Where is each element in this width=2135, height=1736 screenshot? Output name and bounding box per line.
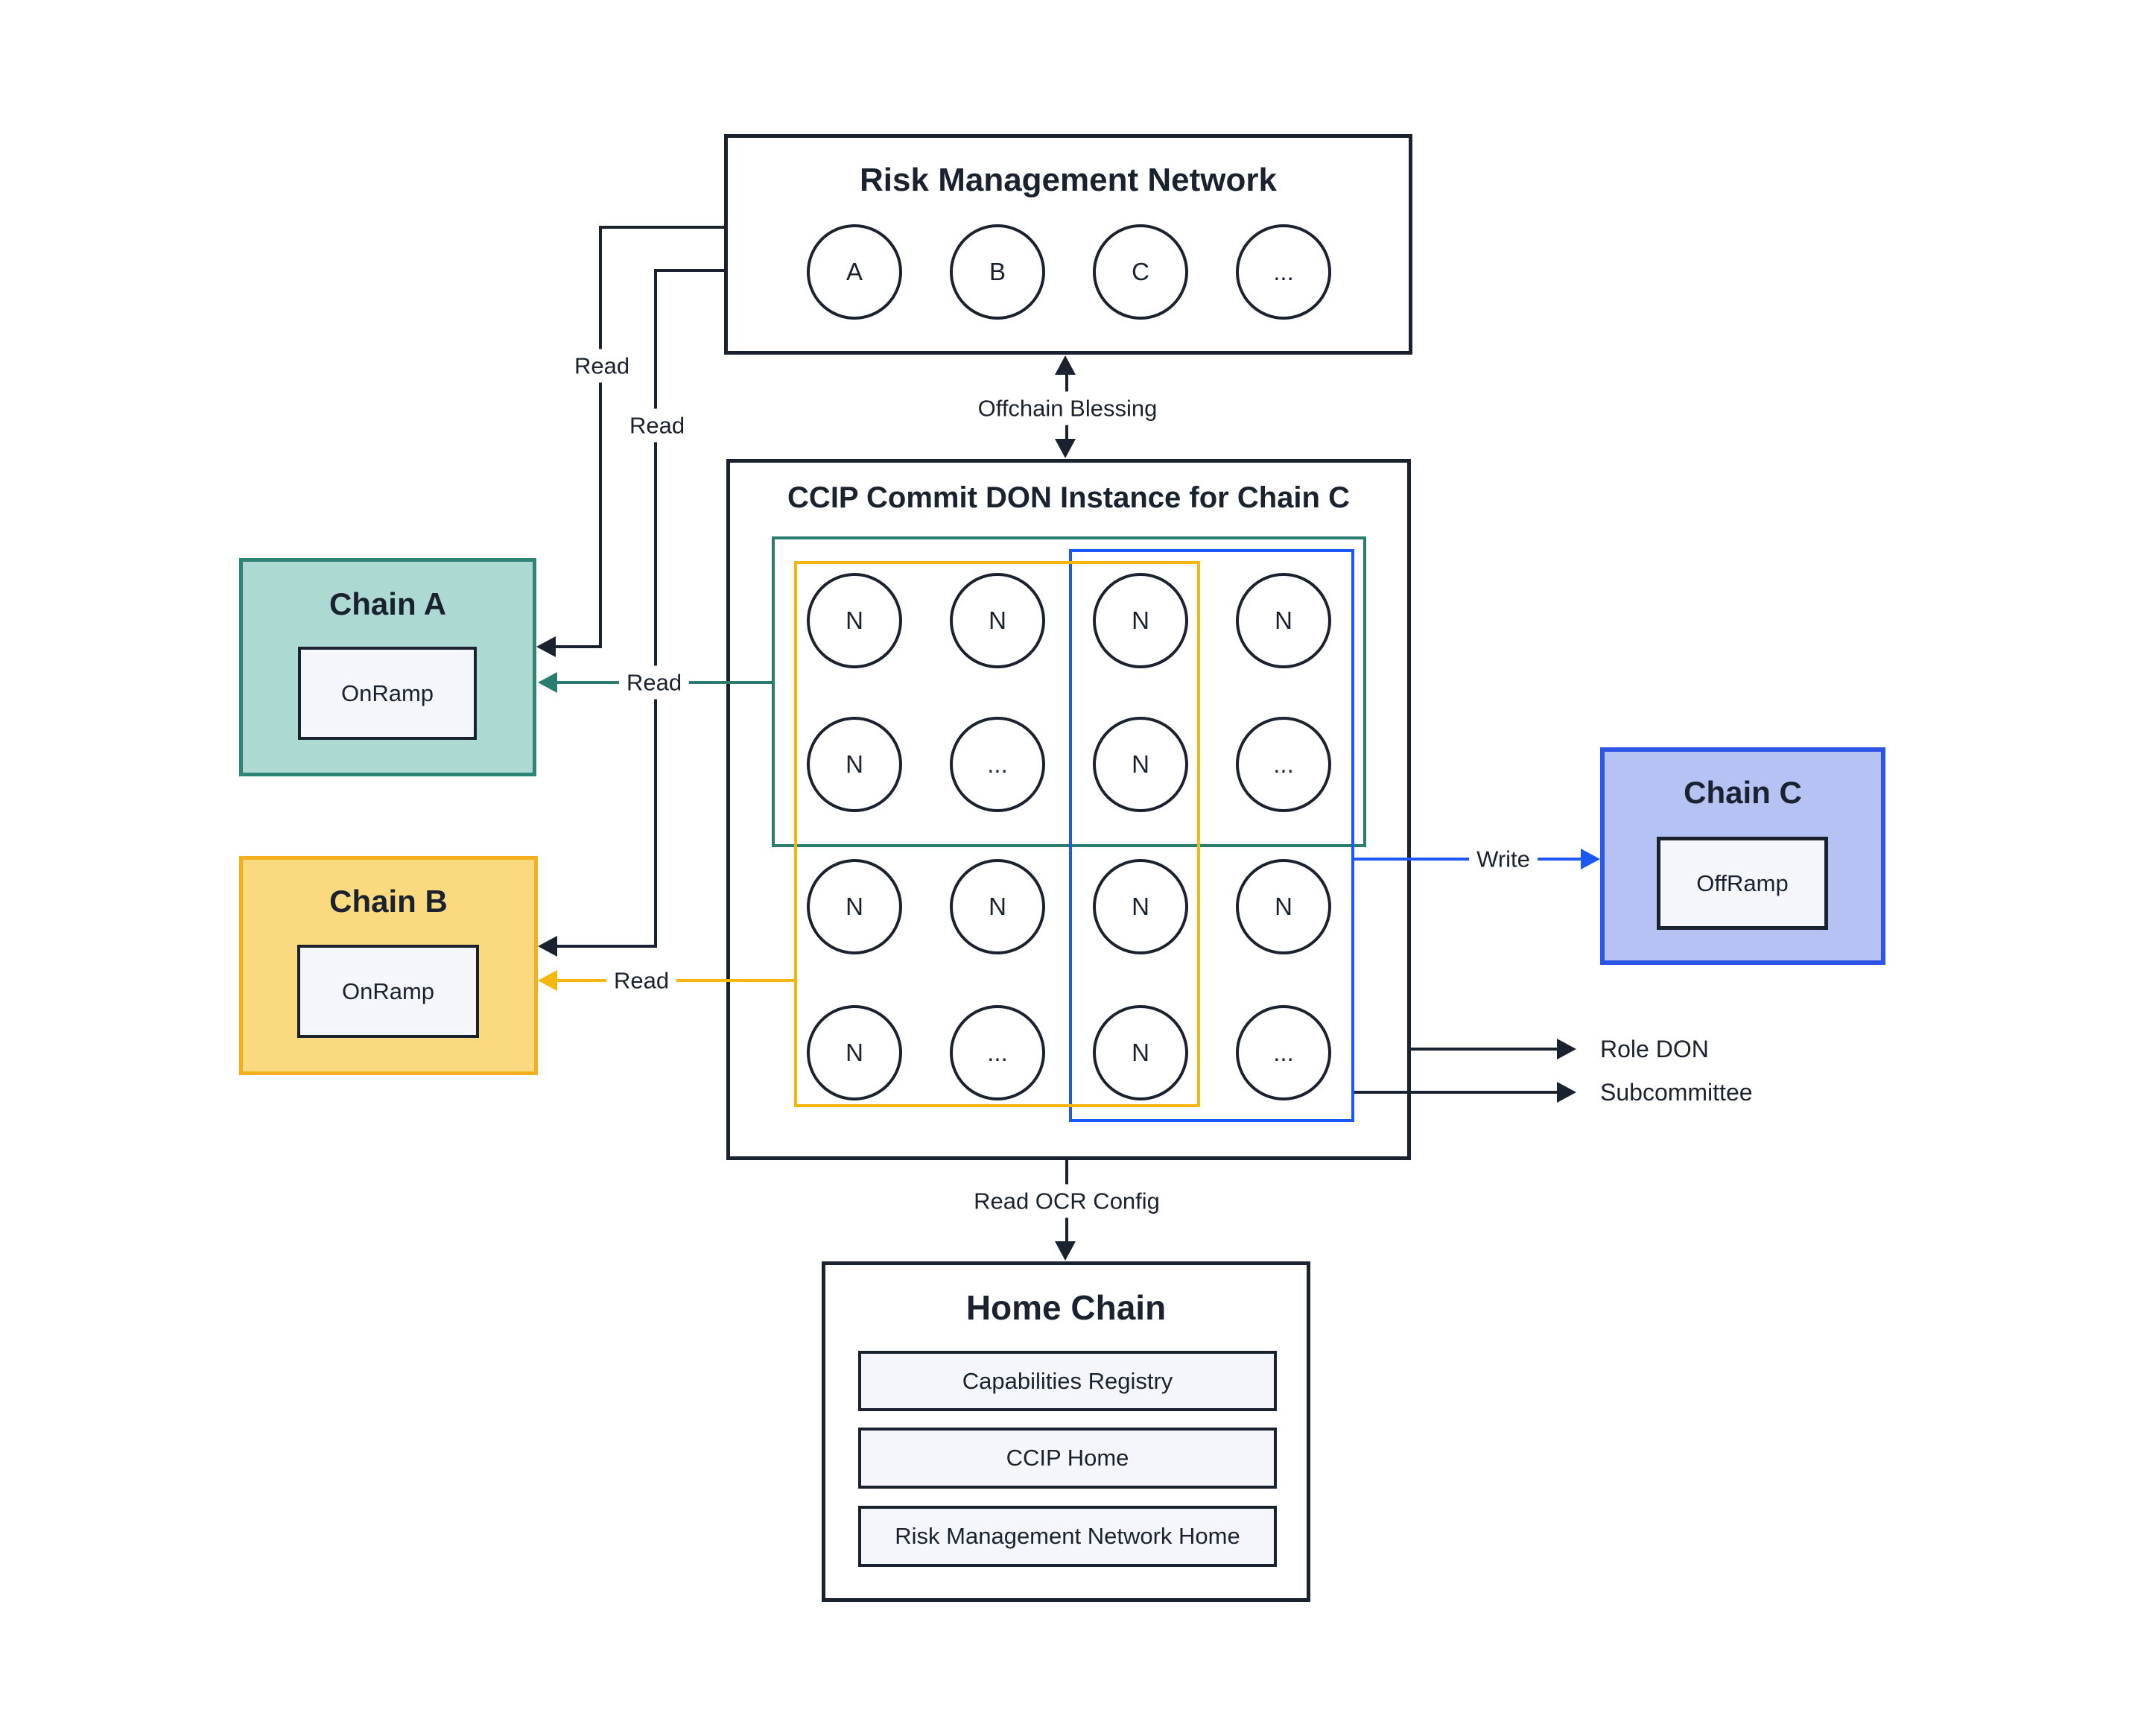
subcommittee-arrowhead: [1557, 1082, 1576, 1103]
home-ccip-home-label: CCIP Home: [1006, 1445, 1129, 1471]
chain-b-title: Chain B: [329, 884, 448, 919]
don-node-circle: N: [807, 1005, 902, 1100]
chain-a-title: Chain A: [329, 586, 447, 621]
don-node-circle: ...: [1236, 717, 1331, 812]
don-node-circle: N: [1236, 573, 1331, 668]
don-node-circle: N: [1236, 859, 1331, 954]
read-ocr-config-arrowhead: [1055, 1241, 1076, 1261]
don-node-circle: ...: [950, 1005, 1045, 1100]
blue-subcommittee-rect: [1069, 549, 1354, 1122]
read-label-rmn-chain-a: Read: [566, 349, 638, 383]
don-node-circle: N: [1093, 859, 1188, 954]
rmn-chain-a-line-top: [599, 226, 725, 229]
subcommittee-line: [1354, 1091, 1558, 1094]
chain-b-box: Chain B OnRamp: [239, 856, 538, 1075]
chain-a-box: Chain A OnRamp: [239, 558, 536, 776]
don-chain-a-arrowhead: [538, 672, 557, 693]
don-node-circle: N: [807, 573, 902, 668]
write-line: [1354, 858, 1582, 861]
don-node-circle: N: [950, 573, 1045, 668]
don-node-circle: ...: [950, 717, 1045, 812]
don-node-circle: N: [807, 859, 902, 954]
chain-a-onramp-label: OnRamp: [340, 679, 434, 706]
read-label-don-chain-a: Read: [618, 665, 690, 700]
rmn-node-circle: ...: [1236, 224, 1331, 320]
read-label-rmn-chain-b: Read: [621, 408, 693, 443]
rmn-node-circle: B: [950, 224, 1045, 320]
home-chain-box: Home Chain Capabilities Registry CCIP Ho…: [822, 1261, 1310, 1602]
don-nodes-row-2: N... N...: [807, 717, 1331, 812]
offchain-blessing-arrowhead-down: [1055, 439, 1076, 458]
chain-c-offramp-label: OffRamp: [1696, 869, 1789, 896]
chain-c-title: Chain C: [1684, 775, 1802, 810]
rmn-chain-a-arrowhead: [536, 636, 556, 657]
chain-c-offramp-box: OffRamp: [1657, 837, 1828, 930]
don-chain-b-arrowhead: [538, 970, 557, 991]
ccip-commit-don-title: CCIP Commit DON Instance for Chain C: [787, 481, 1350, 514]
don-node-circle: N: [950, 859, 1045, 954]
read-label-don-chain-b: Read: [606, 963, 677, 998]
offchain-blessing-label: Offchain Blessing: [970, 391, 1165, 425]
chain-c-box: Chain C OffRamp: [1600, 747, 1885, 965]
don-node-circle: ...: [1236, 1005, 1331, 1100]
write-label: Write: [1469, 842, 1538, 876]
write-arrowhead: [1581, 849, 1600, 869]
rmn-chain-a-line-vertical: [599, 226, 602, 648]
rmn-chain-b-arrowhead: [538, 936, 557, 957]
chain-a-onramp-box: OnRamp: [298, 647, 477, 740]
yellow-subcommittee-rect: [794, 561, 1200, 1107]
don-node-circle: N: [1093, 717, 1188, 812]
subcommittee-label: Subcommittee: [1600, 1079, 1753, 1106]
role-don-line: [1411, 1048, 1558, 1051]
rmn-chain-a-line-bottom: [554, 645, 600, 648]
home-rmn-home-label: Risk Management Network Home: [895, 1523, 1240, 1549]
rmn-chain-b-line-bottom: [556, 945, 656, 948]
home-capabilities-registry-box: Capabilities Registry: [858, 1351, 1277, 1411]
don-nodes-row-4: N... N...: [807, 1005, 1331, 1100]
rmn-chain-b-line-top: [654, 269, 726, 272]
don-node-circle: N: [1093, 573, 1188, 668]
rmn-chain-b-line-vertical: [654, 269, 657, 948]
offchain-blessing-arrowhead-up: [1055, 355, 1076, 375]
chain-b-onramp-box: OnRamp: [297, 945, 479, 1038]
risk-management-network-title: Risk Management Network: [860, 162, 1277, 198]
read-ocr-config-label: Read OCR Config: [966, 1184, 1167, 1218]
home-rmn-home-box: Risk Management Network Home: [858, 1506, 1277, 1567]
home-capabilities-registry-label: Capabilities Registry: [962, 1367, 1173, 1394]
don-node-circle: N: [1093, 1005, 1188, 1100]
rmn-node-circle: A: [807, 224, 902, 320]
chain-b-onramp-label: OnRamp: [341, 978, 435, 1004]
don-node-circle: N: [807, 717, 902, 812]
role-don-label: Role DON: [1600, 1036, 1709, 1062]
home-chain-title: Home Chain: [965, 1288, 1167, 1327]
role-don-arrowhead: [1557, 1039, 1576, 1059]
rmn-node-circle: C: [1093, 224, 1188, 320]
home-ccip-home-box: CCIP Home: [858, 1428, 1277, 1489]
